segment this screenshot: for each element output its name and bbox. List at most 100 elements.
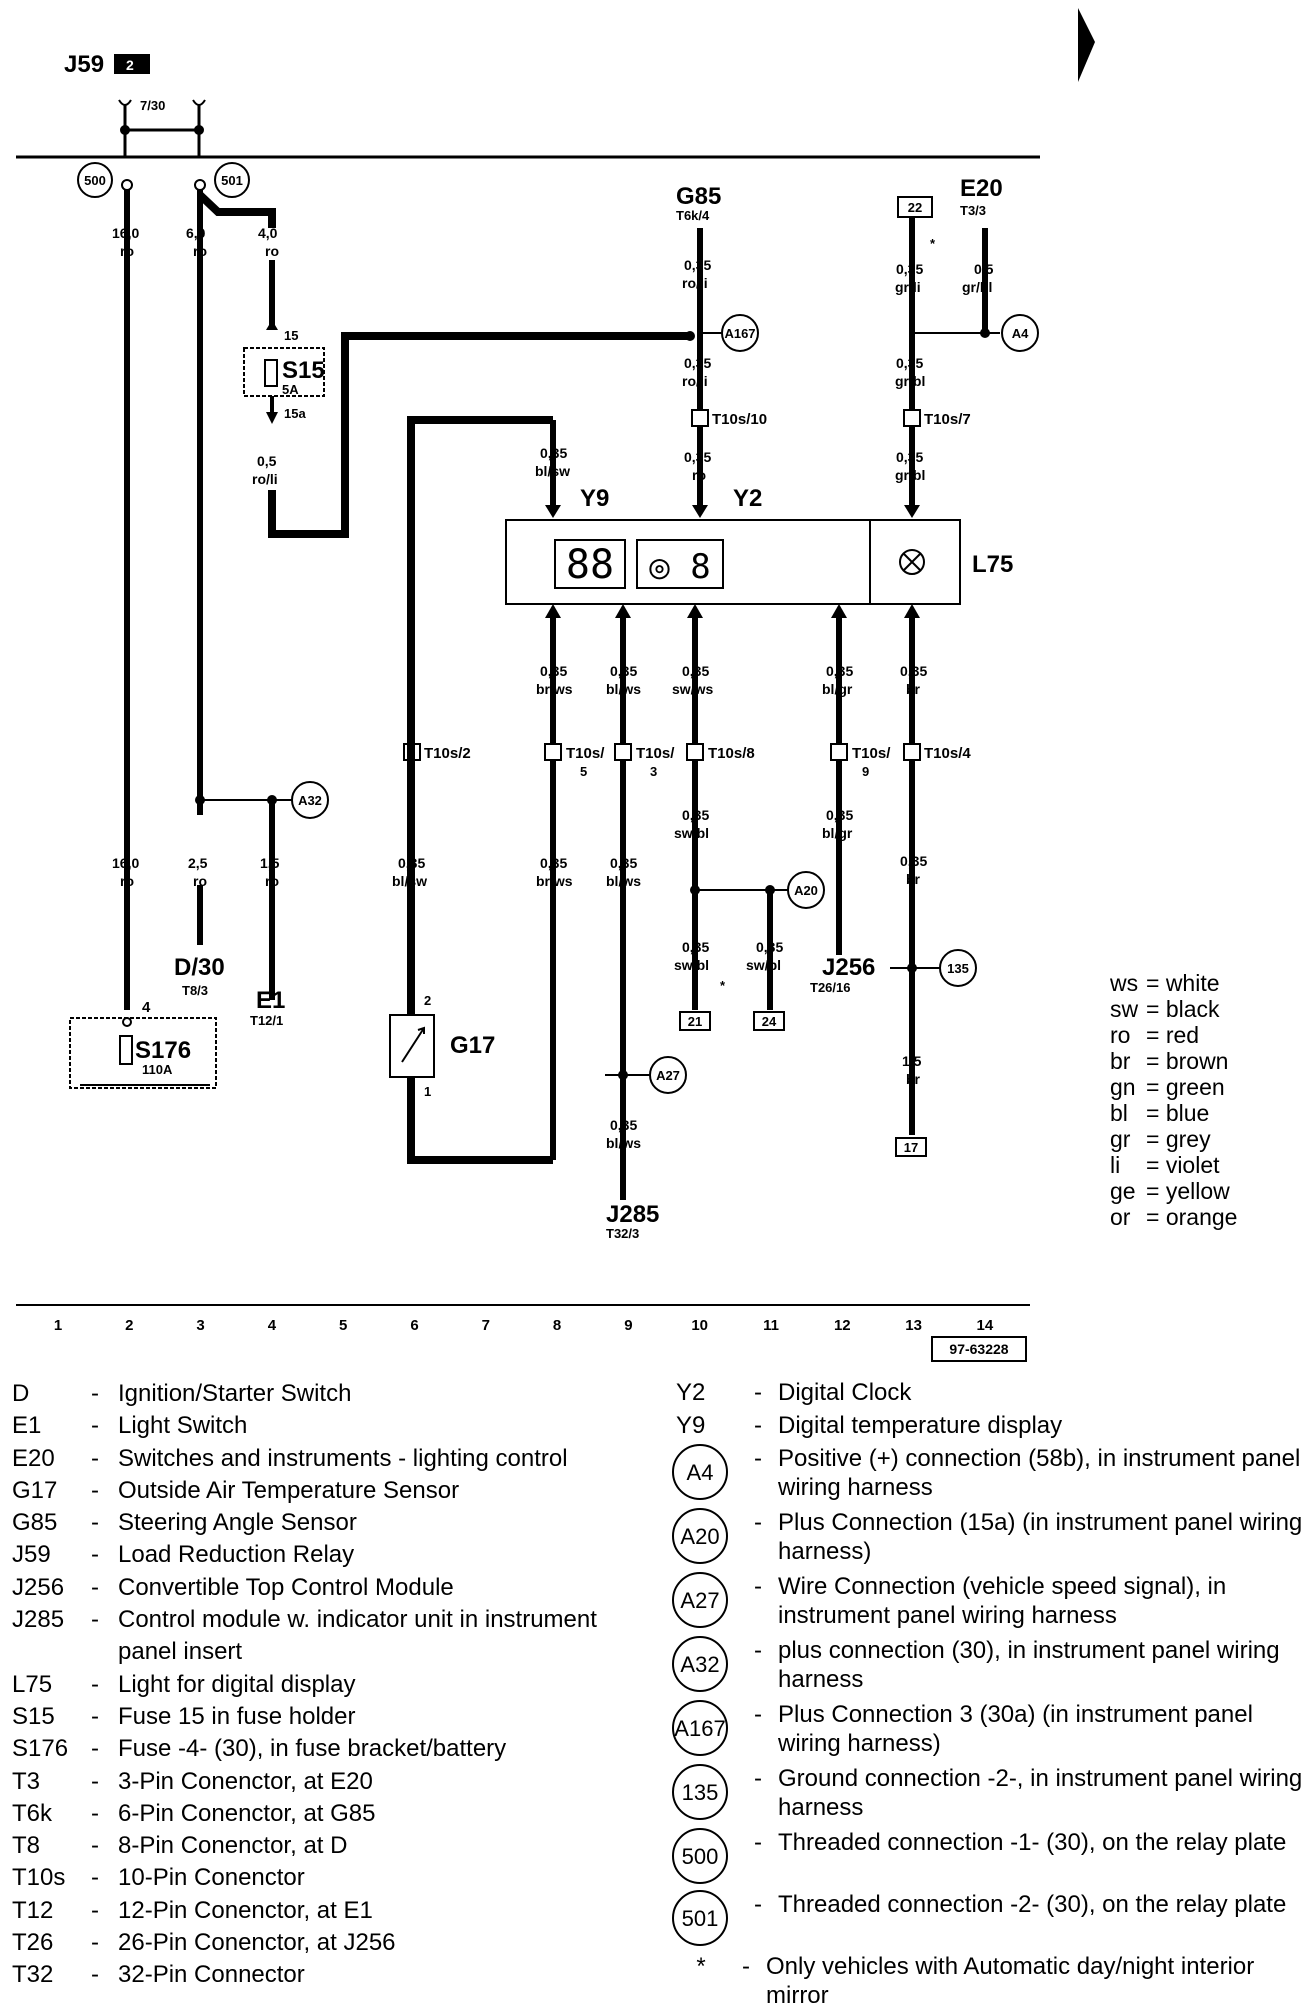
svg-text:5: 5 xyxy=(580,764,587,779)
svg-text:0,35: 0,35 xyxy=(684,355,711,371)
svg-text:*: * xyxy=(930,236,936,251)
color-key-item: ws= white xyxy=(1110,970,1220,996)
column-number: 6 xyxy=(410,1317,418,1334)
legend-item: J256-Convertible Top Control Module xyxy=(12,1573,454,1601)
legend-item: G85-Steering Angle Sensor xyxy=(12,1509,357,1537)
svg-text:A4: A4 xyxy=(1012,326,1029,341)
legend-item: T3-3-Pin Conenctor, at E20 xyxy=(12,1767,373,1795)
t10s7-label: T10s/7 xyxy=(924,411,971,428)
svg-text:2: 2 xyxy=(424,993,431,1008)
svg-text:br: br xyxy=(906,871,921,887)
svg-text:1,5: 1,5 xyxy=(902,1053,922,1069)
terminal-label: 7/30 xyxy=(140,98,165,113)
connection-a20: A20 xyxy=(787,871,825,909)
svg-text:0,35: 0,35 xyxy=(896,355,923,371)
connection-a32: A32 xyxy=(291,781,329,819)
svg-text:0,35: 0,35 xyxy=(610,1117,637,1133)
svg-text:bl/ws: bl/ws xyxy=(606,873,641,889)
relay-sub-label: 2 xyxy=(126,57,134,73)
connection-501: 501 xyxy=(214,162,250,198)
svg-text:br: br xyxy=(906,681,921,697)
j285-label: J285 xyxy=(606,1201,659,1228)
svg-text:15a: 15a xyxy=(284,406,306,421)
svg-text:0,35: 0,35 xyxy=(684,257,711,273)
color-key-item: gn= green xyxy=(1110,1074,1225,1100)
svg-text:T3/3: T3/3 xyxy=(960,203,986,218)
e1-label: E1 xyxy=(256,987,285,1014)
legend-item: T10s-10-Pin Conenctor xyxy=(12,1864,305,1892)
relay-label: J59 xyxy=(64,51,104,78)
svg-text:gr/bl: gr/bl xyxy=(895,467,925,483)
svg-text:0,35: 0,35 xyxy=(900,853,927,869)
svg-text:ro: ro xyxy=(265,243,279,259)
legend-item: A27-Wire Connection (vehicle speed signa… xyxy=(672,1572,1312,1630)
svg-text:T10s/: T10s/ xyxy=(636,745,675,762)
legend-item: T12-12-Pin Conenctor, at E1 xyxy=(12,1896,373,1924)
svg-text:16,0: 16,0 xyxy=(112,225,139,241)
column-number: 5 xyxy=(339,1317,347,1334)
connection-a27: A27 xyxy=(649,1056,687,1094)
svg-text:6,0: 6,0 xyxy=(186,225,206,241)
svg-text:0,35: 0,35 xyxy=(610,663,637,679)
legend-item: A4-Positive (+) connection (58b), in ins… xyxy=(672,1444,1312,1502)
connection-circle-icon: A32 xyxy=(672,1636,728,1692)
s176-fuse-box xyxy=(69,1017,217,1089)
g85-label: G85 xyxy=(676,183,721,210)
column-number: 1 xyxy=(54,1317,62,1334)
svg-text:1,5: 1,5 xyxy=(260,855,280,871)
svg-text:22: 22 xyxy=(908,200,922,215)
next-page-arrow-icon[interactable] xyxy=(1078,8,1095,82)
connection-a4: A4 xyxy=(1001,314,1039,352)
s15-label: S15 xyxy=(282,357,325,384)
legend-item: Y9-Digital temperature display xyxy=(676,1412,1063,1439)
connection-circle-icon: A167 xyxy=(672,1700,728,1756)
svg-text:ro: ro xyxy=(265,873,279,889)
svg-text:0,35: 0,35 xyxy=(540,445,567,461)
y2-label: Y2 xyxy=(733,485,762,512)
svg-text:*: * xyxy=(720,978,726,993)
svg-text:9: 9 xyxy=(862,764,869,779)
svg-text:0,35: 0,35 xyxy=(826,663,853,679)
legend-item: L75-Light for digital display xyxy=(12,1670,356,1698)
color-key-item: gr= grey xyxy=(1110,1126,1211,1152)
color-key-item: or= orange xyxy=(1110,1204,1238,1230)
svg-text:ro: ro xyxy=(692,467,706,483)
column-number: 3 xyxy=(196,1317,204,1334)
l75-label: L75 xyxy=(972,551,1013,578)
column-number: 13 xyxy=(905,1317,922,1334)
svg-text:0,35: 0,35 xyxy=(900,663,927,679)
connection-circle-icon: 500 xyxy=(672,1828,728,1884)
svg-text:ro/li: ro/li xyxy=(682,275,708,291)
wiring-diagram: J59 2 7/30 500 501 S15 5A 15 15a G85 T6k… xyxy=(16,8,1095,1334)
d30-label: D/30 xyxy=(174,954,225,981)
legend-item: S15-Fuse 15 in fuse holder xyxy=(12,1702,356,1730)
y9-label: Y9 xyxy=(580,485,609,512)
color-key-item: br= brown xyxy=(1110,1048,1229,1074)
connection-circle-icon: 501 xyxy=(672,1890,728,1946)
svg-text:ro: ro xyxy=(120,243,134,259)
svg-text:5A: 5A xyxy=(282,382,299,397)
color-key-item: bl= blue xyxy=(1110,1100,1210,1126)
svg-text:sw/bl: sw/bl xyxy=(674,957,709,973)
svg-text:0,35: 0,35 xyxy=(682,807,709,823)
svg-text:bl/ws: bl/ws xyxy=(606,681,641,697)
legend-item: D-Ignition/Starter Switch xyxy=(12,1380,352,1407)
svg-text:br/ws: br/ws xyxy=(536,681,573,697)
svg-text:bl/ws: bl/ws xyxy=(606,1135,641,1151)
column-number: 14 xyxy=(977,1317,994,1334)
svg-text:0,35: 0,35 xyxy=(682,939,709,955)
svg-text:ro/li: ro/li xyxy=(252,471,278,487)
svg-text:0,35: 0,35 xyxy=(826,807,853,823)
svg-text:sw/bl: sw/bl xyxy=(746,957,781,973)
svg-text:0,35: 0,35 xyxy=(896,449,923,465)
svg-text:A20: A20 xyxy=(794,883,818,898)
svg-text:0,35: 0,35 xyxy=(398,855,425,871)
svg-text:0,35: 0,35 xyxy=(896,261,923,277)
svg-text:24: 24 xyxy=(762,1014,777,1029)
legend-item: *-Only vehicles with Automatic day/night… xyxy=(696,1953,1255,2009)
connection-circle-icon: 135 xyxy=(672,1764,728,1820)
legend-item: A32-plus connection (30), in instrument … xyxy=(672,1636,1312,1694)
